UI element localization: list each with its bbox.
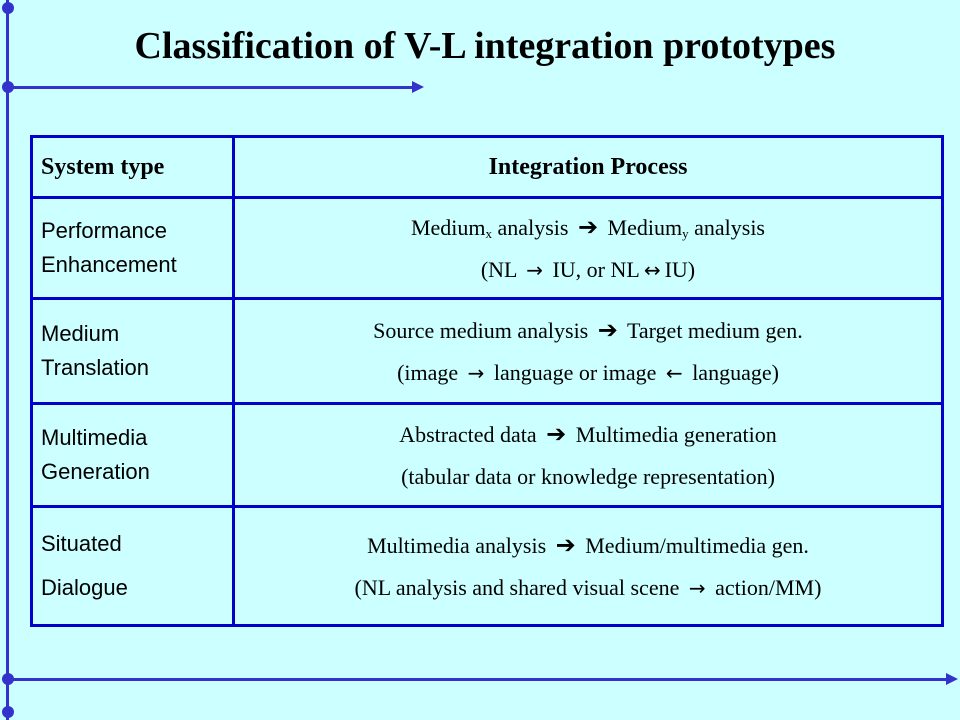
process-text: (tabular data or knowledge representatio… — [401, 463, 775, 489]
process-text: analysis — [688, 214, 765, 240]
integration-process-cell: Mediumx analysis ➔ Mediumy analysis(NL →… — [232, 196, 944, 300]
frame-dot-bottom — [2, 706, 14, 718]
integration-process-cell: Multimedia analysis ➔ Medium/multimedia … — [232, 505, 944, 627]
process-line: Abstracted data ➔ Multimedia generation — [243, 413, 933, 456]
arrow-icon: ← — [665, 360, 683, 385]
system-type-line: Medium — [41, 321, 120, 346]
process-text: Medium — [410, 214, 486, 240]
process-text: Medium/multimedia gen. — [579, 532, 809, 558]
process-text: action/MM) — [709, 574, 822, 600]
process-text: (NL — [480, 256, 523, 282]
process-text: Abstracted data — [399, 421, 543, 447]
process-line: (image → language or image ← language) — [243, 352, 933, 394]
bold-arrow-icon: ➔ — [597, 315, 618, 344]
classification-table: System type Integration Process Performa… — [30, 135, 944, 627]
system-type-line: Translation — [41, 355, 150, 380]
process-text: IU, or NL — [546, 256, 640, 282]
process-line: Source medium analysis ➔ Target medium g… — [243, 309, 933, 352]
system-type-line: Performance — [41, 218, 167, 243]
system-type-line: Situated — [41, 531, 122, 556]
bold-arrow-icon: ➔ — [555, 530, 576, 559]
frame-bottom-arrow-icon — [946, 673, 958, 685]
frame-dot-top — [2, 2, 14, 14]
arrow-icon: → — [688, 575, 706, 600]
process-text: Target medium gen. — [621, 317, 803, 343]
process-text: (image — [397, 359, 464, 385]
process-text: Source medium analysis — [373, 317, 594, 343]
arrow-icon: → — [526, 257, 543, 282]
table-header-row: System type Integration Process — [30, 135, 944, 199]
system-type-line: Dialogue — [41, 575, 128, 600]
frame-left-line — [6, 0, 9, 720]
process-line: (NL analysis and shared visual scene → a… — [243, 567, 933, 609]
system-type-line: Multimedia — [41, 425, 148, 450]
frame-dot-bottom-rule — [2, 673, 14, 685]
bold-arrow-icon: ➔ — [546, 419, 567, 448]
process-line: Mediumx analysis ➔ Mediumy analysis — [243, 206, 933, 249]
subscript: y — [682, 225, 689, 241]
process-line: (NL → IU, or NL↔IU) — [243, 249, 933, 291]
header-system-type: System type — [30, 135, 235, 199]
bold-arrow-icon: ➔ — [577, 212, 599, 241]
frame-dot-top-rule — [2, 81, 14, 93]
integration-process-cell: Abstracted data ➔ Multimedia generation (… — [232, 402, 944, 508]
process-text: Multimedia analysis — [367, 532, 552, 558]
process-text: IU) — [664, 256, 696, 282]
slide-title: Classification of V-L integration protot… — [134, 25, 836, 67]
frame-top-rule — [6, 86, 412, 89]
arrow-icon: ↔ — [643, 257, 661, 282]
frame-top-arrow-icon — [412, 81, 424, 93]
process-text: language or image — [488, 359, 662, 385]
process-line: Multimedia analysis ➔ Medium/multimedia … — [243, 524, 933, 567]
integration-process-cell: Source medium analysis ➔ Target medium g… — [232, 297, 944, 405]
process-line: (tabular data or knowledge representatio… — [243, 456, 933, 498]
frame-bottom-rule — [6, 678, 946, 681]
header-integration-process: Integration Process — [232, 135, 944, 199]
subscript: x — [485, 225, 493, 241]
process-text: language) — [686, 359, 779, 385]
process-text: (NL analysis and shared visual scene — [354, 574, 685, 600]
system-type-line: Generation — [41, 459, 150, 484]
process-text: Medium — [602, 214, 683, 240]
arrow-icon: → — [467, 360, 485, 385]
process-text: analysis — [492, 214, 574, 240]
process-text: Multimedia generation — [570, 421, 777, 447]
system-type-line: Enhancement — [41, 252, 177, 277]
